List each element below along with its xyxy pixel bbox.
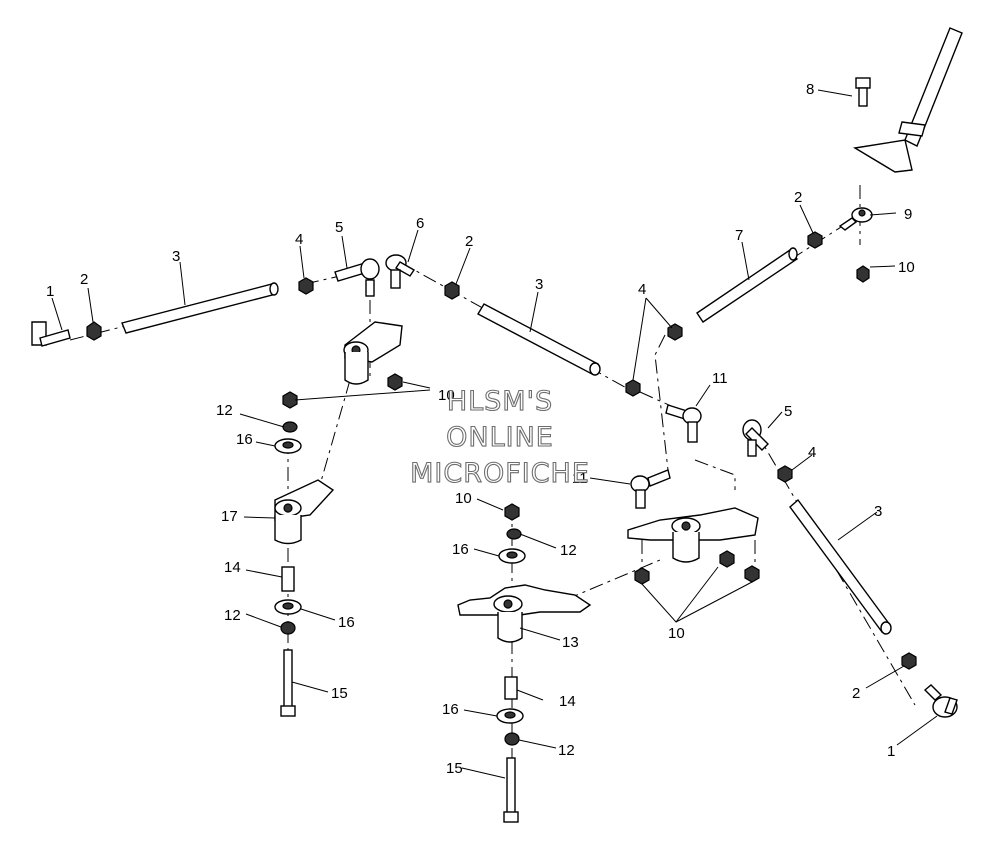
nut-10-upper-right [856,265,870,283]
callout-4-right: 4 [808,444,816,461]
callout-5-right: 5 [784,403,792,420]
tie-rod-3-right [789,498,892,635]
nut-10-idler-c [744,565,760,583]
leader-lines [51,89,938,779]
callout-10-top: 10 [438,387,455,404]
callout-10-right: 10 [898,259,915,276]
callout-10-lower: 10 [668,625,685,642]
callout-4-mid: 4 [638,281,646,298]
tie-rod-3-center [477,303,601,376]
callout-16-b: 16 [338,614,355,631]
callout-1-right: 1 [887,743,895,760]
nut-2-left [86,321,102,341]
nut-10-idler-b [719,550,735,568]
callout-15-b: 15 [446,760,463,777]
assembly-centerlines [69,185,916,820]
watermark-line-2: ONLINE [446,422,554,453]
nut-10-left-spindle [387,373,403,391]
tie-rod-end-1-left [31,321,71,347]
steering-column-shaft [852,27,963,173]
callout-16-c: 16 [452,541,469,558]
callout-16-d: 16 [442,701,459,718]
spindle-arm-upper-left [343,321,403,385]
tie-rod-end-5-left [334,258,380,297]
callout-12-b: 12 [224,607,241,624]
watermark-line-1: HLSM'S [447,386,553,417]
callout-4-left: 4 [295,231,303,248]
callout-8: 8 [806,81,814,98]
nut-4-left [298,277,314,295]
bellcrank-13 [457,584,592,643]
tie-rod-3-left [121,282,279,334]
callout-14-b: 14 [559,693,576,710]
parts [31,27,963,823]
callout-6: 6 [416,215,424,232]
callout-12-a: 12 [216,402,233,419]
callout-5-left: 5 [335,219,343,236]
callout-13: 13 [562,634,579,651]
bolt-15-left [280,649,296,717]
washer-12-left-top [282,421,298,433]
callout-3-mid: 3 [535,276,543,293]
callout-11-lower: 11 [572,470,588,487]
washer-12-center-top [506,528,522,540]
callout-1-left: 1 [46,283,54,300]
ball-joint-9 [838,207,873,231]
tie-rod-end-11-lower [630,469,671,509]
callout-3-left: 3 [172,248,180,265]
nut-2-lower-right [901,652,917,670]
nut-2-upper-right [807,231,823,249]
callout-12-d: 12 [558,742,575,759]
tie-rod-end-1-right [923,684,958,718]
tie-rod-end-11-upper [665,404,702,443]
nut-10-idler-a [634,567,650,585]
spacer-14-center [504,676,518,700]
nut-2-center [444,281,460,300]
callout-16-a: 16 [236,431,253,448]
callout-14-a: 14 [224,559,241,576]
washer-12-center-bottom [504,732,520,746]
callout-2-upper: 2 [794,189,802,206]
tie-rod-end-5-right [742,419,769,457]
callout-3-right: 3 [874,503,882,520]
spindle-arm-17 [274,479,335,545]
watermark-line-3: MICROFICHE [410,458,590,489]
callout-2-lower: 2 [852,685,860,702]
callout-11-upper: 11 [712,370,728,387]
callout-12-c: 12 [560,542,577,559]
callout-2-left: 2 [80,271,88,288]
watermark: HLSM'S ONLINE MICROFICHE [410,385,590,489]
callout-15-a: 15 [331,685,348,702]
washer-16-center-top [498,548,526,564]
callout-9: 9 [904,206,912,223]
bolt-15-center [503,757,519,823]
washer-12-left-bottom [280,621,296,635]
drag-link-7 [696,247,799,323]
washer-16-center-bottom [496,708,524,724]
washer-16-left-top [274,438,302,454]
spacer-14-left [281,566,295,592]
idler-arm-right [627,507,759,563]
callout-labels: 1 2 3 4 5 6 2 3 4 7 8 2 9 10 11 10 12 16… [46,81,915,777]
callout-2-mid: 2 [465,233,473,250]
callout-10-center: 10 [455,490,472,507]
nut-10-center-stack [504,503,520,521]
tie-rod-end-6 [385,254,415,289]
nut-4-right [777,465,793,483]
washer-16-left-bottom [274,599,302,615]
nut-4-center-b [625,379,641,397]
callout-7: 7 [735,227,743,244]
bolt-8 [855,77,871,107]
nut-10-left-stack [282,391,298,409]
callout-17: 17 [221,508,238,525]
